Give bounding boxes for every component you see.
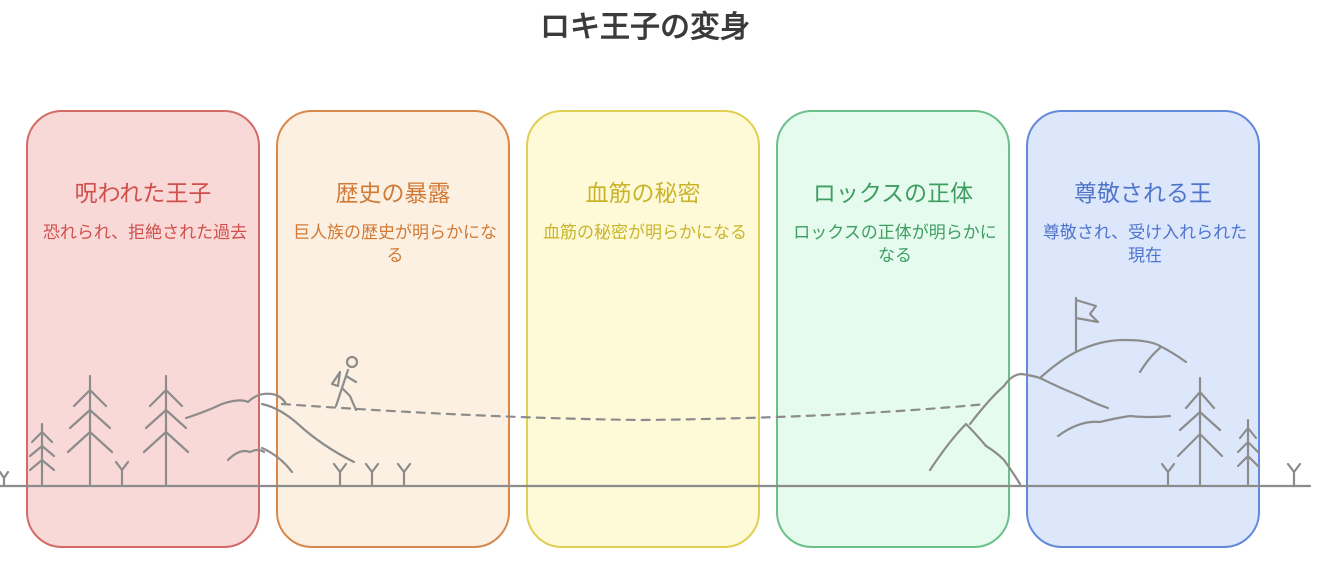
stage-title: 歴史の暴露 xyxy=(335,181,451,207)
stage-title: 呪われた王子 xyxy=(74,181,212,207)
stage-card-cursed-prince: 呪われた王子 恐れられ、拒絶された過去 xyxy=(26,110,260,548)
stage-card-bloodline-secret: 血筋の秘密 血筋の秘密が明らかになる xyxy=(526,110,760,548)
stage-card-rocks-identity: ロックスの正体 ロックスの正体が明らかになる xyxy=(776,110,1010,548)
diagram-title: ロキ王子の変身 xyxy=(540,10,750,45)
stage-title: 血筋の秘密 xyxy=(585,181,701,207)
grass-sprout-icon xyxy=(0,470,10,488)
stage-card-history-revealed: 歴史の暴露 巨人族の歴史が明らかになる xyxy=(276,110,510,548)
stage-description: 血筋の秘密が明らかになる xyxy=(543,223,747,243)
stage-description: ロックスの正体が明らかになる xyxy=(793,223,997,266)
stage-card-respected-king: 尊敬される王 尊敬され、受け入れられた現在 xyxy=(1026,110,1260,548)
stage-title: 尊敬される王 xyxy=(1074,181,1212,207)
stage-description: 尊敬され、受け入れられた現在 xyxy=(1042,223,1248,266)
stage-description: 巨人族の歴史が明らかになる xyxy=(293,223,497,266)
stage-description: 恐れられ、拒絶された過去 xyxy=(42,223,248,243)
stage-title: ロックスの正体 xyxy=(812,181,974,207)
